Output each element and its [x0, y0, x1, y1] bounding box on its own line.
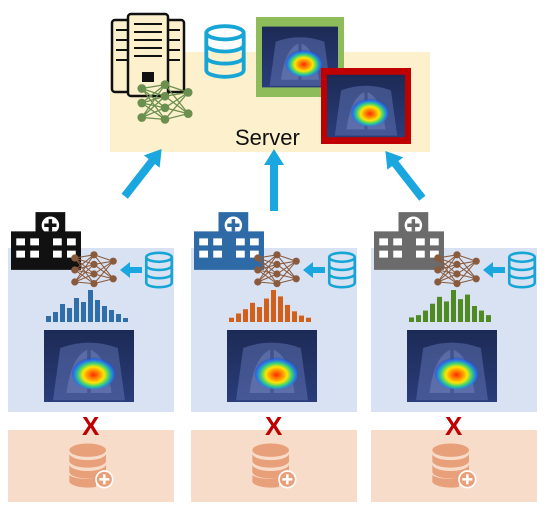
no-sharing-cross: X — [82, 411, 100, 441]
client-1: X — [8, 212, 174, 502]
client-3: X — [371, 212, 537, 502]
server-group: Server — [110, 12, 430, 152]
hospital-icon — [194, 212, 264, 270]
histogram-bar — [430, 303, 435, 322]
no-sharing-cross: X — [265, 411, 283, 441]
histogram-bar — [278, 296, 283, 322]
histogram-bar — [486, 315, 491, 322]
hospital-icon — [374, 212, 444, 270]
histogram-bar — [458, 299, 463, 322]
data-distribution-histogram — [229, 290, 311, 322]
histogram-bar — [299, 315, 304, 322]
histogram-bar — [257, 307, 262, 322]
server-rack-icon — [110, 12, 186, 98]
histogram-bar — [67, 308, 72, 322]
chest-xray-heatmap — [227, 330, 317, 402]
hospital-icon — [11, 212, 81, 270]
data-distribution-histogram — [46, 290, 128, 322]
chest-xray-heatmap — [44, 330, 134, 402]
histogram-bar — [479, 310, 484, 322]
histogram-bar — [271, 290, 276, 322]
upload-arrow-2 — [264, 149, 284, 211]
histogram-bar — [109, 310, 114, 322]
histogram-bar — [437, 296, 442, 322]
histogram-bar — [95, 300, 100, 322]
histogram-bar — [53, 312, 58, 322]
histogram-bar — [264, 298, 269, 322]
histogram-bar — [60, 304, 65, 322]
histogram-bar — [74, 298, 79, 322]
local-arrow — [120, 262, 142, 278]
histogram-bar — [102, 306, 107, 322]
histogram-bar — [116, 314, 121, 322]
histogram-bar — [292, 311, 297, 322]
histogram-bar — [46, 316, 51, 322]
aggregated-heatmap-bad — [321, 68, 411, 144]
histogram-bar — [416, 315, 421, 322]
upload-arrow-1 — [121, 148, 162, 199]
histogram-bar — [306, 317, 311, 322]
no-sharing-cross: X — [445, 411, 463, 441]
histogram-bar — [123, 318, 128, 322]
histogram-bar — [285, 304, 290, 322]
local-arrow — [483, 262, 505, 278]
histogram-bar — [229, 317, 234, 322]
histogram-bar — [81, 302, 86, 322]
histogram-bar — [236, 313, 241, 322]
client-2: X — [191, 212, 357, 502]
histogram-bar — [423, 310, 428, 322]
histogram-bar — [250, 302, 255, 322]
data-distribution-histogram — [409, 290, 491, 322]
histogram-bar — [88, 290, 93, 322]
histogram-bar — [465, 294, 470, 322]
histogram-bar — [472, 306, 477, 322]
upload-arrows — [121, 148, 426, 211]
histogram-bar — [444, 301, 449, 322]
chest-xray-heatmap — [407, 330, 497, 402]
server-label: Server — [235, 125, 300, 150]
histogram-bar — [243, 309, 248, 322]
histogram-bar — [451, 290, 456, 322]
upload-arrow-3 — [385, 150, 426, 201]
histogram-bar — [409, 317, 414, 322]
local-arrow — [303, 262, 325, 278]
